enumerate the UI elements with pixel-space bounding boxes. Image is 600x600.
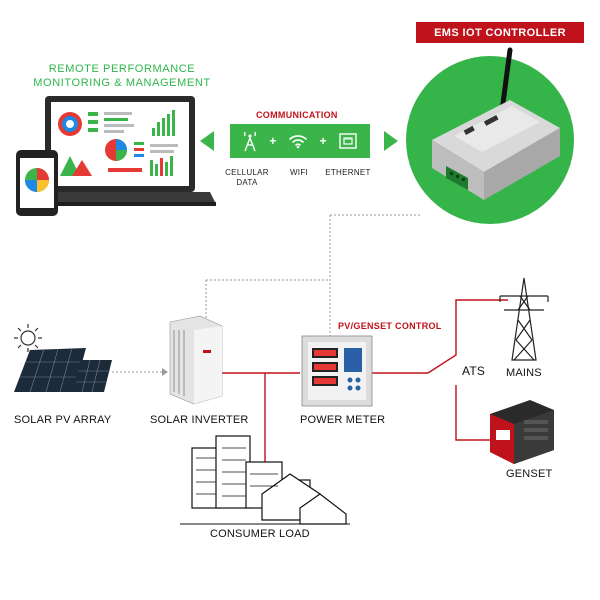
buildings-illustration: [180, 435, 350, 525]
ethernet-icon: [339, 133, 357, 149]
transmission-tower-illustration: [499, 277, 549, 361]
arrow-left-icon: [200, 131, 214, 151]
communication-bar: + +: [230, 124, 370, 158]
comm-label-ethernet: ETHERNET: [325, 168, 371, 177]
label-solar-inverter: SOLAR INVERTER: [150, 414, 249, 426]
plus-sign: +: [319, 134, 327, 148]
comm-label-cellular-line2: DATA: [236, 178, 258, 187]
label-pv-genset-control: PV/GENSET CONTROL: [338, 321, 442, 331]
laptop-illustration: [24, 96, 216, 206]
power-meter-illustration: [301, 335, 373, 407]
label-genset: GENSET: [506, 468, 553, 480]
communication-title: COMMUNICATION: [256, 110, 338, 120]
ems-controller-banner: EMS IOT CONTROLLER: [416, 22, 584, 43]
label-solar-pv-array: SOLAR PV ARRAY: [14, 414, 112, 426]
arrow-right-icon: [384, 131, 398, 151]
label-mains: MAINS: [506, 367, 542, 379]
arrow-into-inverter: [162, 368, 168, 376]
genset-illustration: [490, 400, 554, 464]
inverter-illustration: [169, 315, 223, 405]
cellular-tower-icon: [243, 131, 256, 152]
power-lines: [222, 299, 508, 470]
remote-title-line1: REMOTE PERFORMANCE: [48, 63, 196, 75]
phone-illustration: [16, 150, 58, 216]
comm-label-cellular-line1: CELLULAR: [225, 168, 269, 177]
label-consumer-load: CONSUMER LOAD: [210, 528, 310, 540]
wifi-icon: [289, 135, 307, 149]
solar-panels-illustration: [14, 324, 112, 393]
remote-title-line2: MONITORING & MANAGEMENT: [33, 77, 211, 89]
plus-sign: +: [269, 134, 277, 148]
dotted-connectors: [112, 214, 420, 373]
comm-label-cellular: CELLULAR DATA: [224, 168, 270, 188]
comm-label-wifi: WIFI: [289, 168, 309, 177]
label-ats: ATS: [462, 364, 486, 378]
label-power-meter: POWER METER: [300, 414, 386, 426]
ems-controller-illustration: [406, 47, 574, 224]
remote-monitoring-title: REMOTE PERFORMANCE MONITORING & MANAGEME…: [22, 62, 222, 90]
